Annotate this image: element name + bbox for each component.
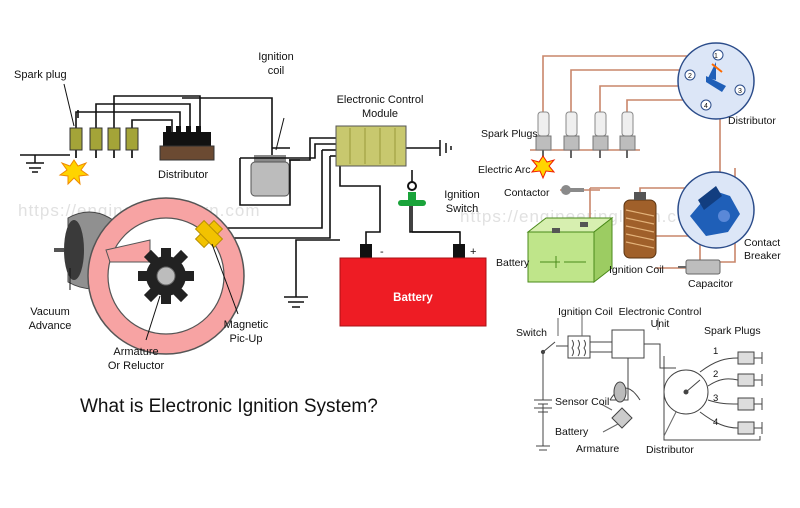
schematic-armature (611, 407, 633, 429)
label-pickup-line1: Magnetic (224, 319, 269, 331)
ground-symbol-left (20, 154, 70, 173)
label-armature-line2: Or Reluctor (108, 360, 165, 372)
schematic-spark-plugs (737, 351, 755, 435)
label-pickup-line2: Pic-Up (229, 333, 262, 345)
label-spark-plug: Spark plug (14, 69, 67, 81)
battery-green (526, 216, 614, 284)
ground-symbol-ecm (439, 140, 452, 156)
label-spark-plugs: Spark Plugs (481, 128, 538, 140)
label-contact-breaker-2: Breaker (744, 250, 781, 262)
label-ecu-line2: Unit (651, 318, 670, 330)
cap-terminal-1: 1 (714, 53, 718, 60)
left-leaders (63, 83, 239, 341)
contactor-key-icon (561, 185, 584, 195)
label-electric-arc: Electric Arc (478, 164, 531, 176)
label-armature-line1: Armature (113, 346, 158, 358)
ecm-wires (209, 137, 461, 290)
magnetic-pickup-icon (194, 219, 224, 249)
plug-number-3: 3 (713, 393, 718, 404)
battery-left: Battery - + (339, 244, 487, 327)
bottom-right-schematic (534, 312, 763, 451)
contact-breaker-icon (677, 171, 755, 249)
spark-plugs-top-right (530, 111, 636, 180)
plug-number-4: 4 (713, 417, 718, 428)
battery-plus: + (470, 246, 476, 258)
cap-terminal-2: 2 (688, 73, 692, 80)
top-right-diagram: 1 2 3 4 (478, 42, 781, 290)
label-spark-plugs-bottom: Spark Plugs (704, 325, 761, 337)
label-contact-breaker-1: Contact (744, 237, 780, 249)
label-distributor-bottom: Distributor (646, 444, 694, 456)
label-ecu-line1: Electronic Control (619, 306, 702, 318)
cap-terminal-4: 4 (704, 103, 708, 110)
switch-lever (542, 341, 556, 353)
label-ecm-line2: Module (362, 108, 398, 120)
label-ignition-coil-bottom: Ignition Coil (558, 306, 613, 318)
label-ignition-coil-line2: coil (268, 65, 285, 77)
page-title: What is Electronic Ignition System? (80, 396, 378, 417)
label-ignition-coil-line1: Ignition (258, 51, 293, 63)
label-ignition-switch-line2: Switch (446, 203, 478, 215)
label-distributor-top: Distributor (728, 115, 776, 127)
left-diagram: Battery - + (14, 51, 487, 372)
label-capacitor: Capacitor (688, 278, 733, 290)
capacitor-icon (678, 259, 721, 275)
distributor-block-left (159, 126, 215, 161)
hv-leads (75, 95, 273, 155)
label-battery-bottom: Battery (555, 426, 589, 438)
battery-minus: - (380, 246, 384, 258)
label-armature-bottom: Armature (576, 443, 619, 455)
label-switch: Switch (516, 327, 547, 339)
ignition-switch-icon (398, 181, 460, 233)
spark-plugs-left (69, 127, 139, 158)
armature-gear-icon (138, 248, 194, 304)
distributor-cap-icon: 1 2 3 4 (677, 42, 755, 120)
label-ecm-line1: Electronic Control (337, 94, 424, 106)
label-ignition-switch-line1: Ignition (444, 189, 479, 201)
label-vacuum-line1: Vacuum (30, 306, 70, 318)
schematic-coil (567, 335, 591, 359)
ignition-coil-left (250, 117, 290, 197)
cap-terminal-3: 3 (738, 88, 742, 95)
plug-number-1: 1 (713, 346, 718, 357)
plug-number-2: 2 (713, 369, 718, 380)
spark-flash-icon (58, 159, 90, 186)
ground-symbol-battery (284, 290, 308, 308)
bottom-right-labels: Ignition Coil Electronic Control Unit Sw… (516, 306, 761, 456)
label-contactor: Contactor (504, 187, 550, 199)
battery-label: Battery (393, 292, 433, 304)
label-vacuum-line2: Advance (29, 320, 72, 332)
label-battery-top: Battery (496, 257, 530, 269)
ignition-coil-top-right (623, 192, 657, 259)
label-ignition-coil-top: Ignition Coil (609, 264, 664, 276)
electronic-control-module (335, 125, 407, 167)
schematic-ecu (611, 329, 645, 359)
label-sensor-coil: Sensor Coil (555, 396, 609, 408)
electric-arc-icon (530, 155, 556, 180)
label-distributor-left: Distributor (158, 169, 208, 181)
